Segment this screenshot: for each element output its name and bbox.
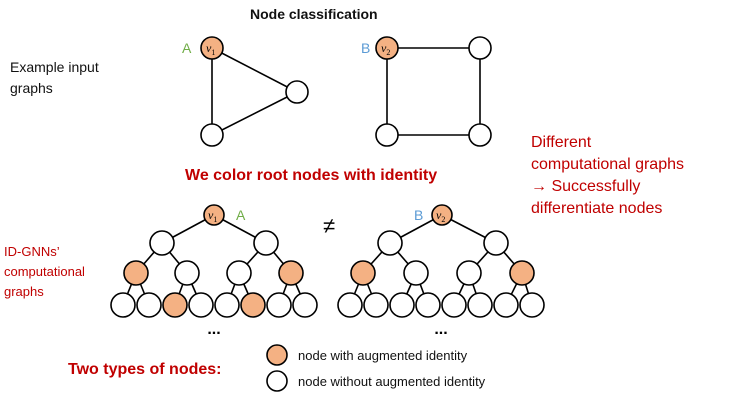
not-equal-sign: ≠ [323, 213, 335, 238]
legend-label: node with augmented identity [298, 348, 468, 363]
tree-node [456, 260, 482, 286]
tree-node [467, 292, 493, 318]
ellipsis: ... [207, 321, 220, 338]
tree-node [266, 292, 292, 318]
tree-node [174, 260, 200, 286]
tree-node [415, 292, 441, 318]
tree-side-label: B [414, 207, 423, 223]
tree-node [136, 292, 162, 318]
conclusion-line-1: Different [531, 134, 592, 151]
root-node-v2 [375, 36, 399, 60]
tree-node [519, 292, 545, 318]
input-graphs-label: Example input graphs [10, 59, 99, 96]
root-label-v2: v2 [381, 41, 390, 57]
legend-label: node without augmented identity [298, 374, 486, 389]
tree-node [389, 292, 415, 318]
diagram-title: Node classification [250, 6, 378, 22]
tree-node [441, 292, 467, 318]
graph-node [285, 80, 309, 104]
tree-node [278, 260, 304, 286]
tree-node [162, 292, 188, 318]
tree-root-node [431, 204, 453, 226]
tree-node [214, 292, 240, 318]
conclusion-text: Different computational graphs → Success… [531, 132, 731, 220]
ellipsis: ... [434, 321, 447, 338]
legend-filled-icon [266, 344, 288, 366]
tree-root-node [203, 204, 225, 226]
conclusion-line-4: differentiate nodes [531, 200, 663, 217]
tree-node [377, 230, 403, 256]
tree-node [240, 292, 266, 318]
graph-node [200, 123, 224, 147]
tree-node [350, 260, 376, 286]
tree-node [149, 230, 175, 256]
conclusion-line-2: computational graphs [531, 156, 684, 173]
graph-node [375, 123, 399, 147]
tree-node [483, 230, 509, 256]
tree-node [403, 260, 429, 286]
tree-root-label: v1 [208, 208, 217, 224]
tree-node [123, 260, 149, 286]
tree-node [253, 230, 279, 256]
tree-node [509, 260, 535, 286]
root-node-v1 [200, 36, 224, 60]
headline: We color root nodes with identity [185, 167, 438, 184]
id-gnn-label: ID-GNNs’ computational graphs [4, 244, 85, 299]
tree-node [226, 260, 252, 286]
edge [211, 91, 298, 136]
tree-node [188, 292, 214, 318]
tree-side-label: A [236, 207, 246, 223]
legend-empty-icon [266, 370, 288, 392]
tree-node [337, 292, 363, 318]
node-label-A: A [182, 40, 192, 56]
tree-node [363, 292, 389, 318]
root-label-v1: v1 [206, 41, 215, 57]
conclusion-line-3: → Successfully [531, 178, 641, 195]
graph-node [468, 36, 492, 60]
tree-node [292, 292, 318, 318]
tree-node [110, 292, 136, 318]
edge [211, 47, 298, 93]
graph-node [468, 123, 492, 147]
tree-root-label: v2 [436, 208, 445, 224]
legend-title: Two types of nodes: [68, 361, 222, 378]
tree-node [493, 292, 519, 318]
node-label-B: B [361, 40, 370, 56]
